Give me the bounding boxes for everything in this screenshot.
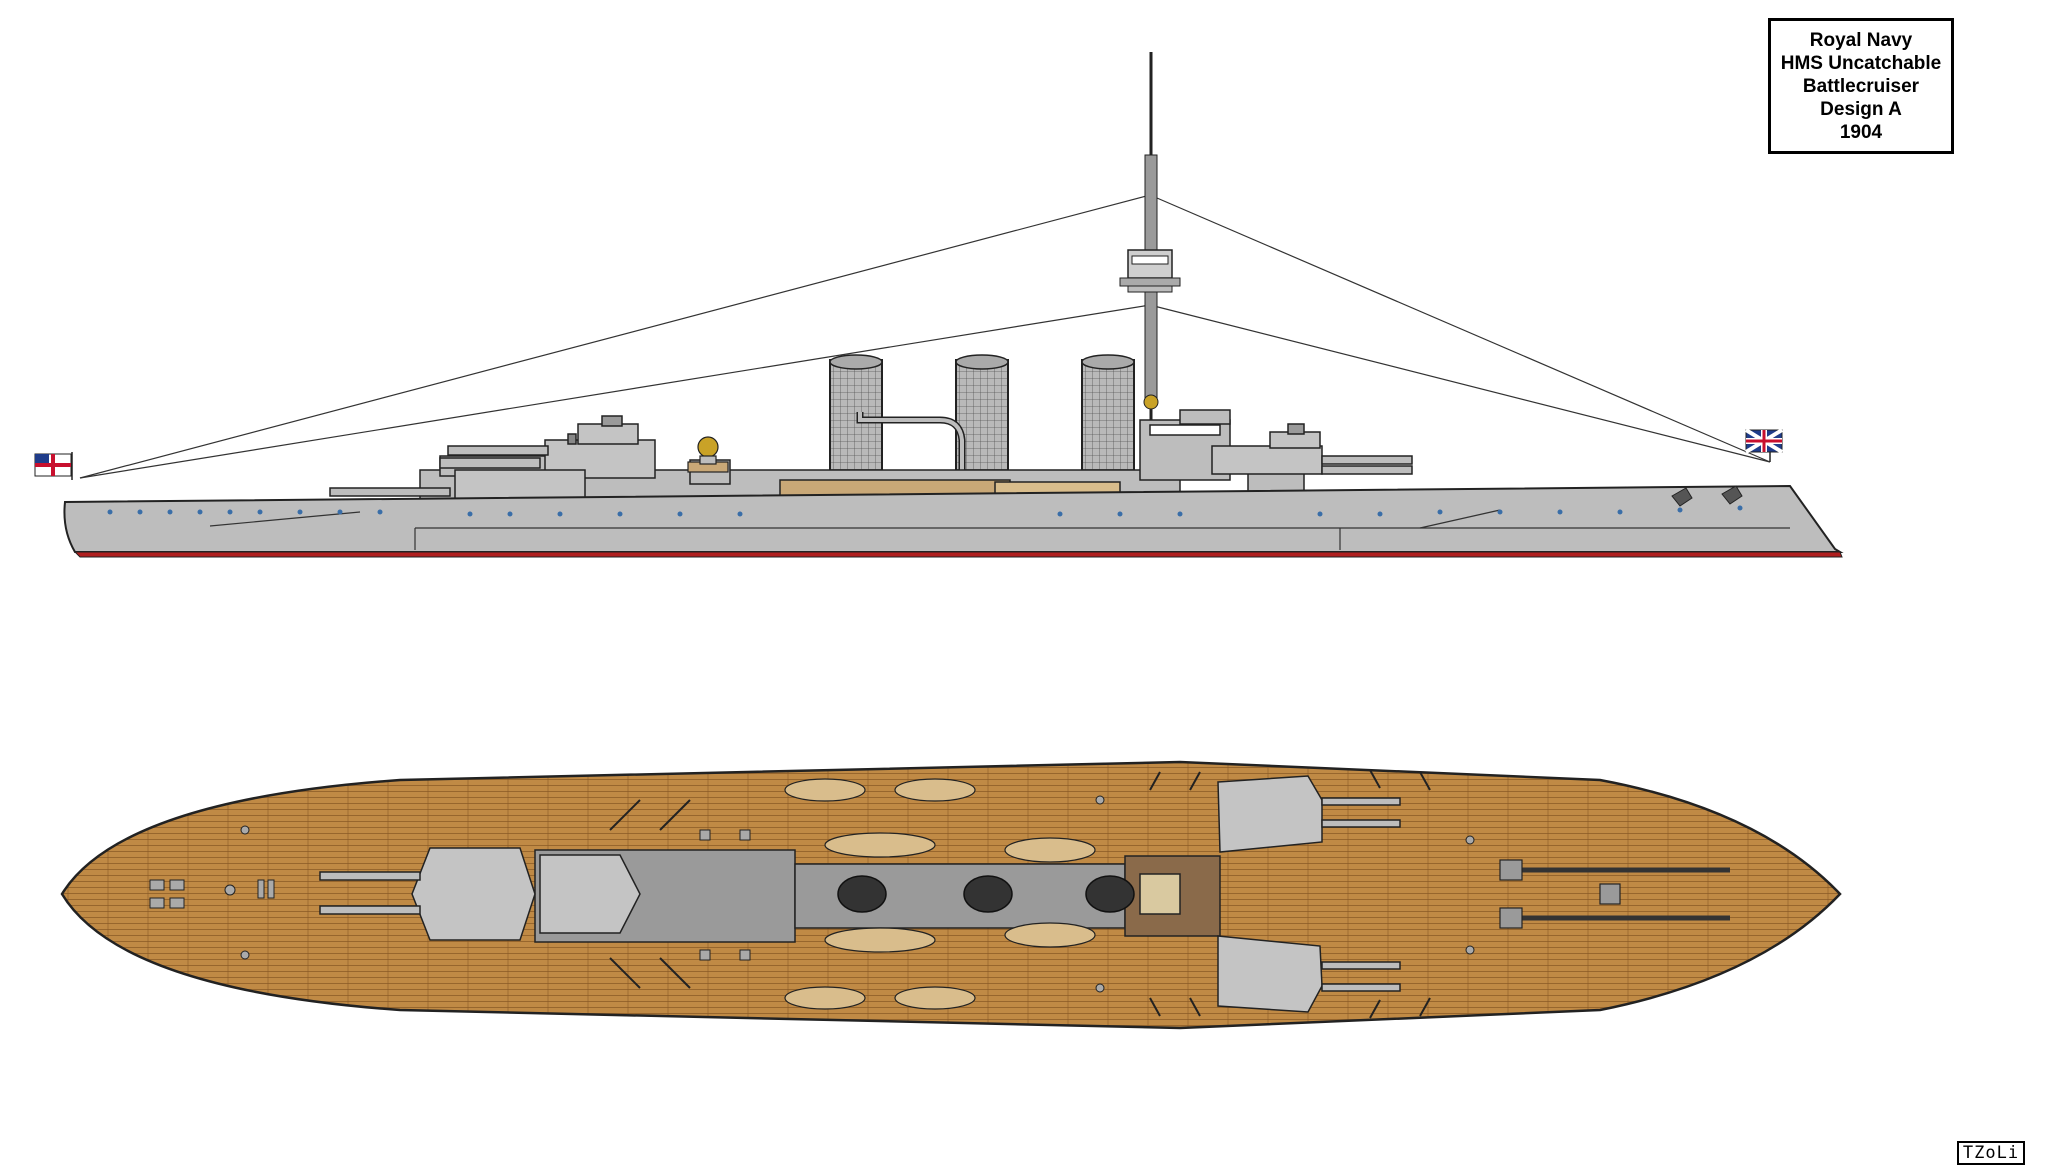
portholes [107, 505, 1743, 517]
capstan [1599, 883, 1621, 905]
title-navy: Royal Navy [1809, 29, 1913, 51]
wing-turrets [1217, 775, 1401, 1013]
funnel-tops [837, 875, 1135, 913]
main-mast [1119, 52, 1181, 420]
forward-turret-deck [319, 847, 641, 941]
bow-anchors [1671, 485, 1743, 507]
funnels [829, 354, 1135, 491]
central-superstructure [534, 849, 1221, 943]
anchor-chains [1520, 867, 1730, 921]
waterline-stripe [73, 551, 1843, 558]
rigging-lines [79, 194, 1771, 479]
side-profile [34, 52, 1844, 558]
ensign-flag [34, 452, 73, 480]
ship-boats [784, 778, 1096, 1010]
funnel-1 [829, 359, 883, 491]
title-ship-type: Battlecruiser [1802, 75, 1920, 97]
funnel-2 [955, 359, 1009, 491]
artist-signature: TZoLi [1957, 1141, 2025, 1165]
title-block: Royal Navy HMS Uncatchable Battlecruiser… [1768, 18, 1954, 154]
title-year: 1904 [1839, 121, 1883, 143]
title-ship-name: HMS Uncatchable [1780, 52, 1942, 74]
secondary-guns [609, 769, 1431, 1019]
title-design: Design A [1820, 98, 1902, 120]
deck-fittings [149, 795, 1475, 993]
aft-turret-side [1211, 423, 1413, 475]
union-jack-flag [1744, 428, 1784, 462]
forward-turret-side [329, 415, 656, 501]
hull-side [63, 484, 1844, 553]
funnel-3 [1081, 359, 1135, 491]
searchlight-platform [687, 436, 729, 473]
deck-plan [60, 760, 1842, 1030]
